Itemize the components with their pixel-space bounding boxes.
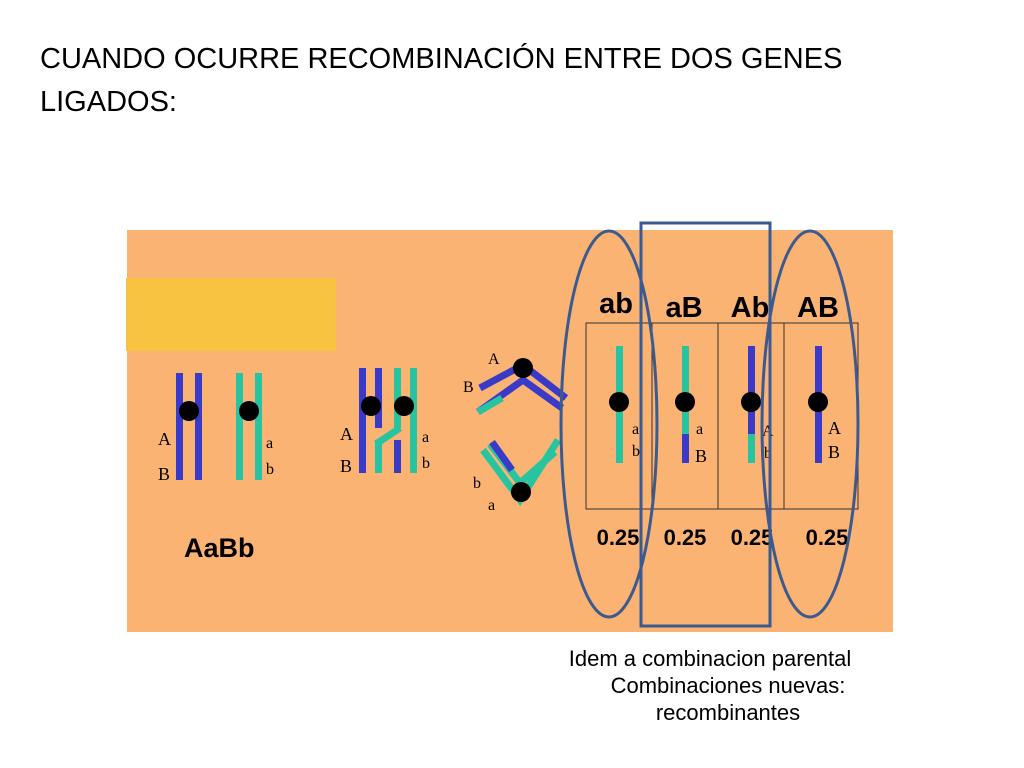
chromosome-teal-pair — [236, 373, 262, 480]
gamete-chromatid-Ab — [741, 346, 761, 463]
gamete-chromatid-ab — [609, 346, 629, 463]
label-recomb-lower-b: b — [473, 475, 481, 492]
gamete-freq-AB: 0.25 — [806, 525, 849, 550]
label-chrom2-bottom: b — [266, 461, 274, 478]
gamete-ab-allele-top: a — [632, 421, 639, 438]
label-cross-right-bottom: b — [422, 455, 430, 472]
caption-parental: Idem a combinacion parental — [568, 646, 852, 671]
gamete-header-AB: AB — [797, 292, 839, 324]
slide-title: CUANDO OCURRE RECOMBINACIÓN ENTRE DOS GE… — [40, 43, 843, 118]
caption-recombinant: Combinaciones nuevas: recombinantes — [610, 673, 846, 725]
label-chrom1-bottom: B — [158, 464, 170, 484]
gamete-freq-aB: 0.25 — [664, 525, 707, 550]
recombinant-ellipse-AB — [760, 229, 860, 619]
recombinant-chromatids — [475, 358, 569, 507]
label-recomb-upper-B: B — [463, 379, 474, 396]
parental-highlight-rect — [639, 221, 772, 628]
yellow-highlight-box — [126, 278, 336, 351]
recombinant-ellipse-ab — [559, 229, 659, 619]
gamete-aB-allele-top: a — [696, 421, 703, 438]
gamete-chromatid-aB — [675, 346, 695, 463]
gamete-AB-allele-bottom: B — [828, 442, 840, 462]
gamete-Ab-allele-top: A — [762, 423, 774, 440]
gamete-freq-ab: 0.25 — [597, 525, 640, 550]
gamete-freq-Ab: 0.25 — [731, 525, 774, 550]
genotype-label: AaBb — [184, 533, 255, 563]
gamete-header-aB: aB — [665, 292, 702, 324]
label-recomb-upper-A: A — [488, 351, 500, 368]
crossing-over-chromatids — [359, 368, 417, 473]
gamete-header-Ab: Ab — [731, 292, 770, 324]
gamete-header-ab: ab — [599, 288, 633, 320]
gamete-chromatid-AB — [808, 346, 828, 463]
label-recomb-lower-a: a — [488, 497, 495, 514]
label-cross-right-top: a — [422, 429, 429, 446]
gamete-aB-allele-bottom: B — [695, 446, 707, 466]
label-cross-left-top: A — [340, 424, 353, 444]
label-cross-left-bottom: B — [340, 456, 352, 476]
label-chrom2-top: a — [266, 435, 273, 452]
gamete-AB-allele-top: A — [828, 418, 841, 438]
gamete-ab-allele-bottom: b — [632, 443, 640, 460]
gamete-Ab-allele-bottom: b — [764, 445, 772, 462]
chromosome-blue-pair — [176, 373, 202, 480]
label-chrom1-top: A — [158, 429, 171, 449]
